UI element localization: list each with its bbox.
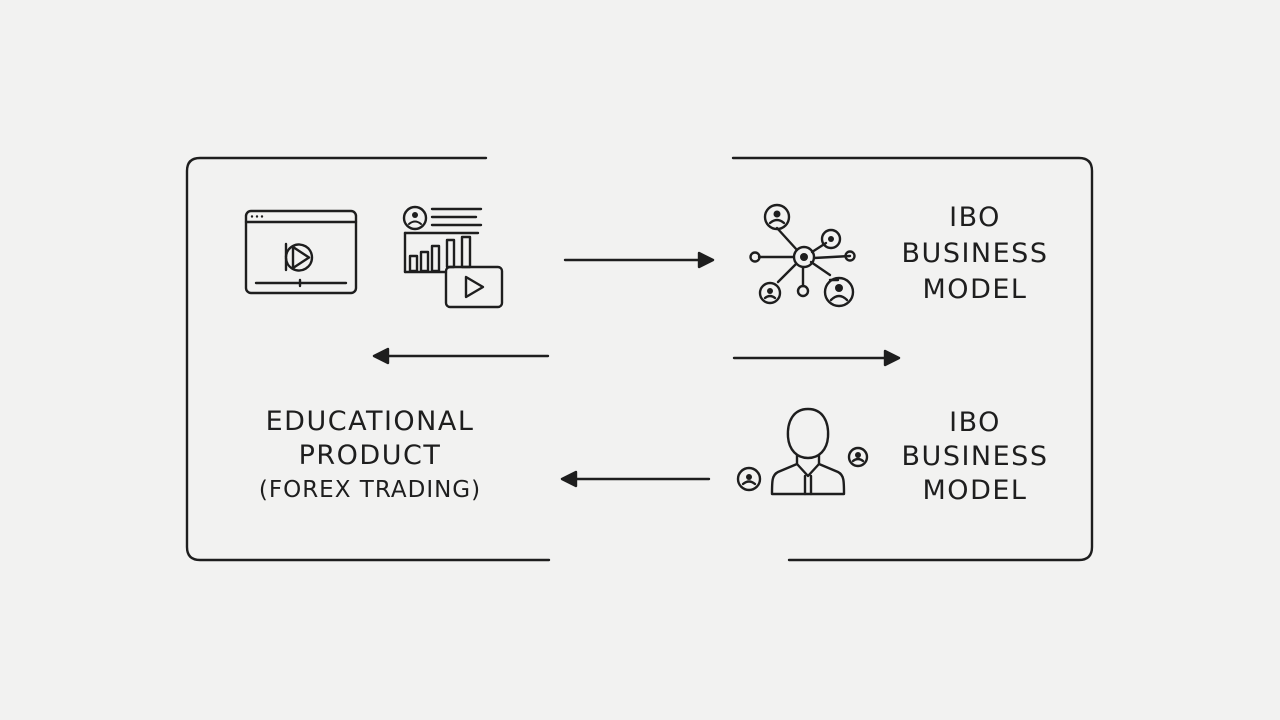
arrow-middle-right (732, 349, 901, 367)
ibo-top-line3: MODEL (922, 274, 1028, 305)
educational-product-line2: PRODUCT (298, 440, 442, 471)
educational-product-line1: EDUCATIONAL (265, 406, 475, 437)
dashboard-video-icon (402, 205, 504, 309)
educational-product-label: EDUCATIONAL PRODUCT (FOREX TRADING) (200, 405, 540, 507)
left-frame (185, 156, 551, 562)
arrow-top-right (563, 251, 715, 269)
educational-product-line3: (FOREX TRADING) (258, 477, 482, 503)
ibo-business-model-bottom-label: IBO BUSINESS MODEL (880, 406, 1070, 508)
network-icon (749, 203, 856, 308)
ibo-bottom-line3: MODEL (922, 475, 1028, 506)
arrow-bottom-left (560, 470, 711, 488)
ibo-business-model-top-label: IBO BUSINESS MODEL (880, 200, 1070, 308)
ibo-top-line2: BUSINESS (901, 238, 1049, 269)
ibo-bottom-line1: IBO (949, 407, 1001, 438)
right-frame (731, 156, 1094, 562)
ibo-bottom-line2: BUSINESS (901, 441, 1049, 472)
person-icon (736, 407, 869, 496)
arrow-middle-left (372, 347, 550, 365)
video-player-icon (244, 209, 358, 295)
ibo-top-line1: IBO (949, 202, 1001, 233)
